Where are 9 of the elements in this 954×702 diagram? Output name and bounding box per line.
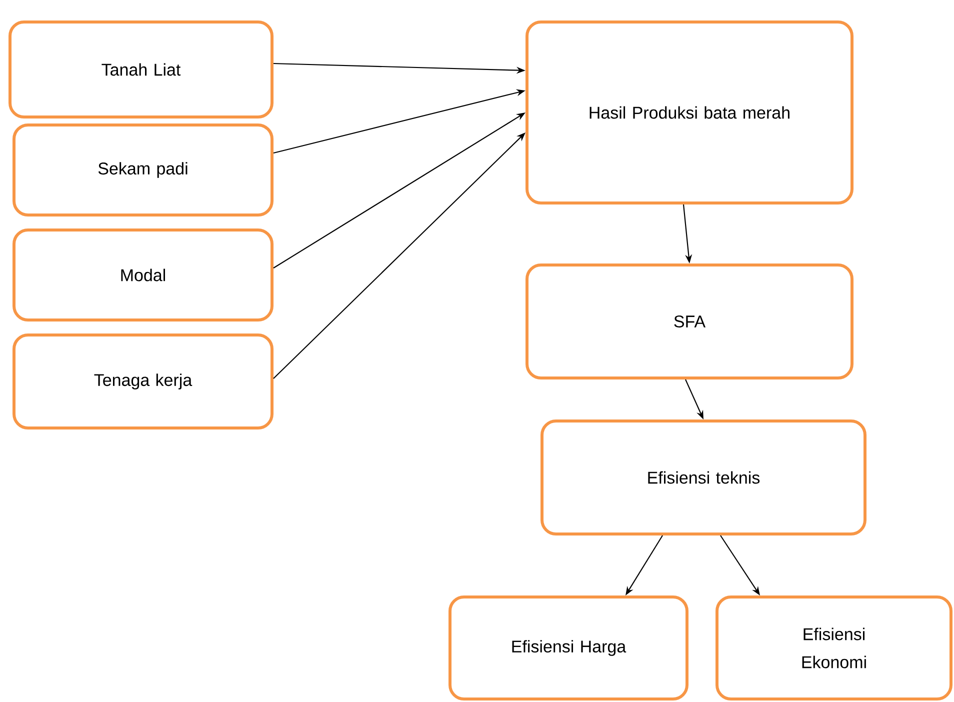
process-box: Efisiensi Harga: [448, 596, 688, 700]
process-box: Sekam padi: [12, 124, 274, 216]
process-box: Hasil Produksi bata merah: [526, 20, 854, 204]
process-box: Efisiensi teknis: [540, 420, 866, 536]
process-box: Efisiensi Ekonomi: [716, 596, 952, 700]
process-box: Tanah Liat: [8, 20, 274, 118]
process-box: Modal: [12, 228, 274, 322]
process-box: Tenaga kerja: [12, 334, 274, 430]
process-box: SFA: [526, 264, 854, 380]
